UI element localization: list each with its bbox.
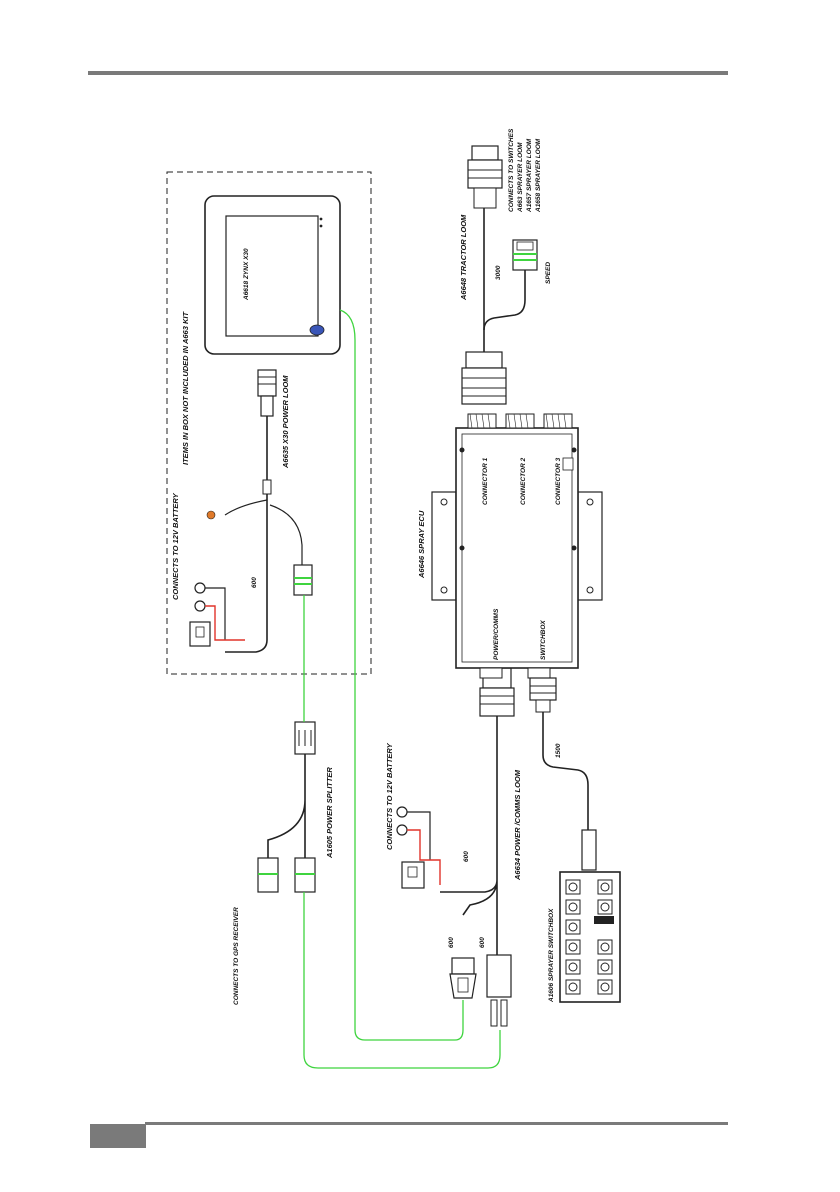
splitter-plug-left <box>257 857 279 893</box>
power-comms-loom-label: A6634 POWER /COMMS LOOM <box>513 769 522 881</box>
header-rule <box>88 71 728 75</box>
switchbox-label: A1606 SPRAYER SWITCHBOX <box>548 908 555 1003</box>
power-splitter-label: A1605 POWER SPLITTER <box>325 767 334 859</box>
ecu-switchbox-label: SWITCHBOX <box>540 620 547 660</box>
speed-cable <box>483 270 526 352</box>
switchbox-connector <box>529 677 557 713</box>
ecu-connector-3-label: CONNECTOR 3 <box>555 457 562 505</box>
ecu-connector-1-label: CONNECTOR 1 <box>482 457 489 505</box>
ecu-connector-2-label: CONNECTOR 2 <box>520 457 527 505</box>
connects-to-line1: CONNECTS TO SWITCHES <box>508 128 515 212</box>
len-switchbox-label: 1500 <box>555 743 562 758</box>
len-power-loom-label: 600 <box>251 577 258 588</box>
not-included-box <box>166 171 372 675</box>
power-loom-cable <box>225 416 268 653</box>
ecu-power-comms-label: POWER/COMMS <box>493 608 500 660</box>
tractor-loom-top-connector <box>467 145 503 209</box>
gps-receiver-label: CONNECTS TO GPS RECEIVER <box>233 907 240 1005</box>
battery-24v-label: CONNECTS TO 12V BATTERY <box>385 742 394 850</box>
speed-label: SPEED <box>545 262 552 284</box>
page-number-tab <box>90 1124 146 1148</box>
x30-plug <box>293 564 313 596</box>
switchbox-cable <box>542 712 589 830</box>
spray-ecu <box>431 413 603 679</box>
display-power-connector <box>257 369 277 417</box>
db9-connector <box>449 957 477 999</box>
speed-plug <box>512 239 538 271</box>
logo-icon <box>309 324 325 336</box>
splitter-cable <box>267 754 306 858</box>
white-power-plug <box>486 954 512 1027</box>
power-loom-x30-label: A6635 X30 POWER LOOM <box>281 375 290 469</box>
ecu-label: A6646 SPRAY ECU <box>417 510 426 579</box>
display-unit: A6618 ZYNX X30 <box>204 195 341 355</box>
battery-terminal-icon <box>189 582 245 647</box>
connects-to-line3: A1657 SPRAYER LOOM <box>526 138 533 213</box>
battery-12v-label: CONNECTS TO 12V BATTERY <box>171 492 180 600</box>
footer-rule <box>145 1122 728 1125</box>
switchbox-unit <box>559 829 621 1003</box>
splitter-plug-top <box>294 721 316 755</box>
len-power-comms-1-label: 600 <box>463 851 470 862</box>
fuse-icon <box>206 510 216 520</box>
connects-to-line4: A1658 SPRAYER LOOM <box>535 138 542 213</box>
connects-to-line2: A663 SPRAYER LOOM <box>517 142 524 213</box>
tractor-loom-label: A6648 TRACTOR LOOM <box>459 214 468 301</box>
display-to-ecu-wire <box>339 309 464 1041</box>
tractor-loom-ecu-connector <box>461 351 507 405</box>
splitter-to-power-wire <box>303 892 501 1069</box>
splitter-plug-right <box>294 857 316 893</box>
len-power-comms-3-label: 600 <box>448 937 455 948</box>
connects-to-block: CONNECTS TO SWITCHES A663 SPRAYER LOOM A… <box>508 128 542 213</box>
kit-note-label: ITEMS IN BOX NOT INCLUDED IN A663 KIT <box>181 311 190 465</box>
display-label: A6618 ZYNX X30 <box>243 248 250 301</box>
battery-24v-terminal-icon <box>396 806 441 889</box>
power-comms-cable <box>440 716 498 955</box>
len-power-comms-2-label: 600 <box>479 937 486 948</box>
len-tractor-loom-label: 3000 <box>495 265 502 280</box>
